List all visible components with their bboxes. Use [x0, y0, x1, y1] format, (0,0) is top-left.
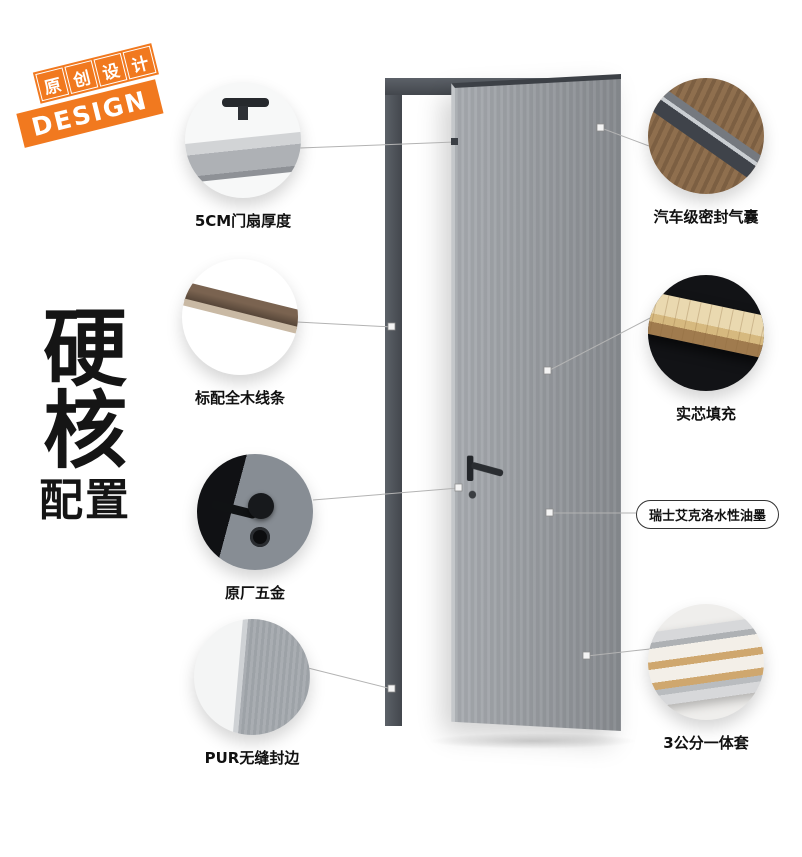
door-leaf [451, 74, 621, 731]
feature-label: PUR无缝封边 [204, 749, 300, 767]
water-based-ink-pill: 瑞士艾克洛水性油墨 [636, 500, 780, 529]
headline-char-2: 核 [42, 382, 127, 481]
badge-char: 计 [122, 45, 157, 80]
headline: 硬 核 配置 [26, 300, 144, 526]
headline-char-1: 硬 [42, 300, 127, 398]
headline-word: 配置 [39, 474, 131, 526]
feature-label: 汽车级密封气囊 [653, 208, 759, 226]
door-leaf-shading [454, 79, 621, 731]
badge-char: 原 [35, 67, 70, 102]
feature-label: 原厂五金 [224, 584, 285, 602]
solid-core-photo [648, 275, 764, 391]
feature-hardware: 原厂五金 [180, 454, 330, 603]
handle-top-view-shape [222, 98, 269, 108]
lock-shape [250, 527, 271, 548]
feature-solid-core: 实芯填充 [631, 275, 781, 424]
feature-label: 3公分一体套 [663, 734, 749, 752]
door-frame-left [385, 78, 402, 726]
seal-strip-shape [648, 78, 764, 194]
door-edge-shape [185, 129, 301, 185]
feature-frame-section: 3公分一体套 [631, 604, 781, 753]
door-hardware-photo [197, 454, 313, 570]
feature-door-thickness: 5CM门扇厚度 [168, 82, 318, 231]
door-edge-vertical-shape [232, 619, 310, 735]
feature-wood-trim: 标配全木线条 [165, 259, 315, 408]
badge-char: 设 [93, 52, 128, 87]
edge-banding-photo [194, 619, 310, 735]
feature-edge-banding: PUR无缝封边 [177, 619, 327, 768]
rosette-shape [248, 493, 275, 520]
feature-seal-strip: 汽车级密封气囊 [631, 78, 781, 227]
door-floor-shadow [428, 733, 638, 749]
frame-section-photo [648, 604, 764, 720]
feature-label: 实芯填充 [675, 405, 736, 423]
frame-layers-shape [648, 614, 764, 710]
feature-label: 5CM门扇厚度 [194, 212, 292, 230]
door-thickness-photo [185, 82, 301, 198]
door-lock-cylinder [468, 490, 477, 499]
core-plank-shape [648, 288, 764, 364]
original-design-badge: 原 创 设 计 DESIGN [8, 43, 169, 148]
handle-stem-shape [238, 106, 249, 121]
wood-trim-photo [182, 259, 298, 375]
seal-strip-photo [648, 78, 764, 194]
feature-label: 标配全木线条 [194, 389, 285, 407]
badge-char: 创 [64, 60, 99, 95]
